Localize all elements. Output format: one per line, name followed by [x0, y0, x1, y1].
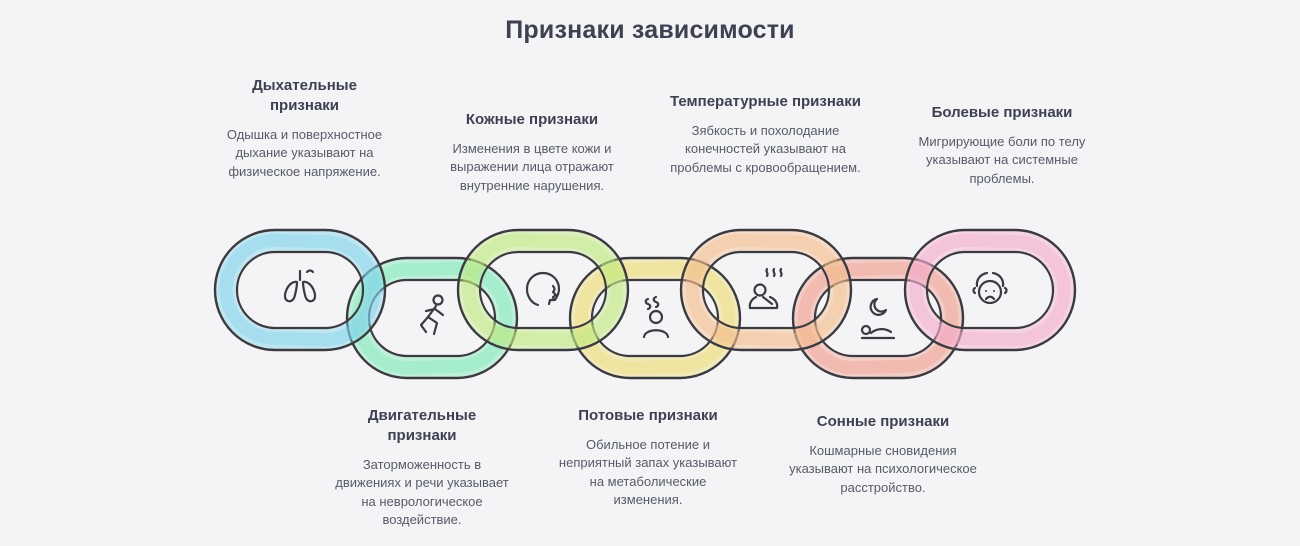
sign-description: Изменения в цвете кожи и выражении лица … [450, 140, 614, 193]
sign-block-sweat: Потовые признаки Обильное потение и непр… [558, 406, 738, 510]
sign-block-respiratory: Дыхательные признаки Одышка и поверхност… [217, 76, 392, 181]
sign-description: Зябкость и похолодание конечностей указы… [670, 122, 861, 175]
headache-person-icon [972, 271, 1008, 305]
page-title: Признаки зависимости [505, 16, 795, 44]
sign-description: Мигрирующие боли по телу указывают на си… [918, 133, 1086, 186]
chain-link-3 [456, 228, 630, 352]
sign-description: Одышка и поверхностное дыхание указывают… [226, 126, 383, 179]
sign-heading: Сонные признаки [816, 413, 950, 430]
moon-sleep-icon [860, 297, 896, 340]
sweating-person-icon [642, 295, 670, 339]
sign-block-motor: Двигательные признаки Заторможенность в … [332, 406, 512, 529]
lungs-icon [283, 269, 317, 303]
running-person-icon [419, 294, 445, 336]
sign-description: Обильное потение и неприятный запах указ… [558, 436, 738, 508]
sign-heading: Двигательные признаки [367, 407, 477, 444]
sign-heading: Дыхательные признаки [252, 77, 357, 114]
sign-heading: Потовые признаки [578, 407, 718, 424]
chain-link-5 [679, 228, 853, 352]
chain-link-7 [903, 228, 1077, 352]
heat-waves-person-icon [748, 267, 783, 310]
sign-description: Кошмарные сновидения указывают на психол… [789, 442, 977, 495]
chain-link-6 [791, 256, 965, 380]
sign-heading: Температурные признаки [669, 93, 861, 110]
sign-block-sleep: Сонные признаки Кошмарные сновидения ука… [783, 412, 983, 497]
chain-link-4 [568, 256, 742, 380]
chain-link-2 [345, 256, 519, 380]
sign-block-temperature: Температурные признаки Зябкость и похоло… [668, 92, 863, 177]
sign-heading: Кожные признаки [465, 111, 599, 128]
sign-block-skin: Кожные признаки Изменения в цвете кожи и… [437, 110, 627, 195]
chain-link-1 [213, 228, 387, 352]
sign-block-pain: Болевые признаки Мигрирующие боли по тел… [912, 103, 1092, 188]
sign-description: Заторможенность в движениях и речи указы… [335, 456, 509, 527]
face-profile-icon [525, 271, 561, 307]
sign-heading: Болевые признаки [931, 104, 1073, 121]
